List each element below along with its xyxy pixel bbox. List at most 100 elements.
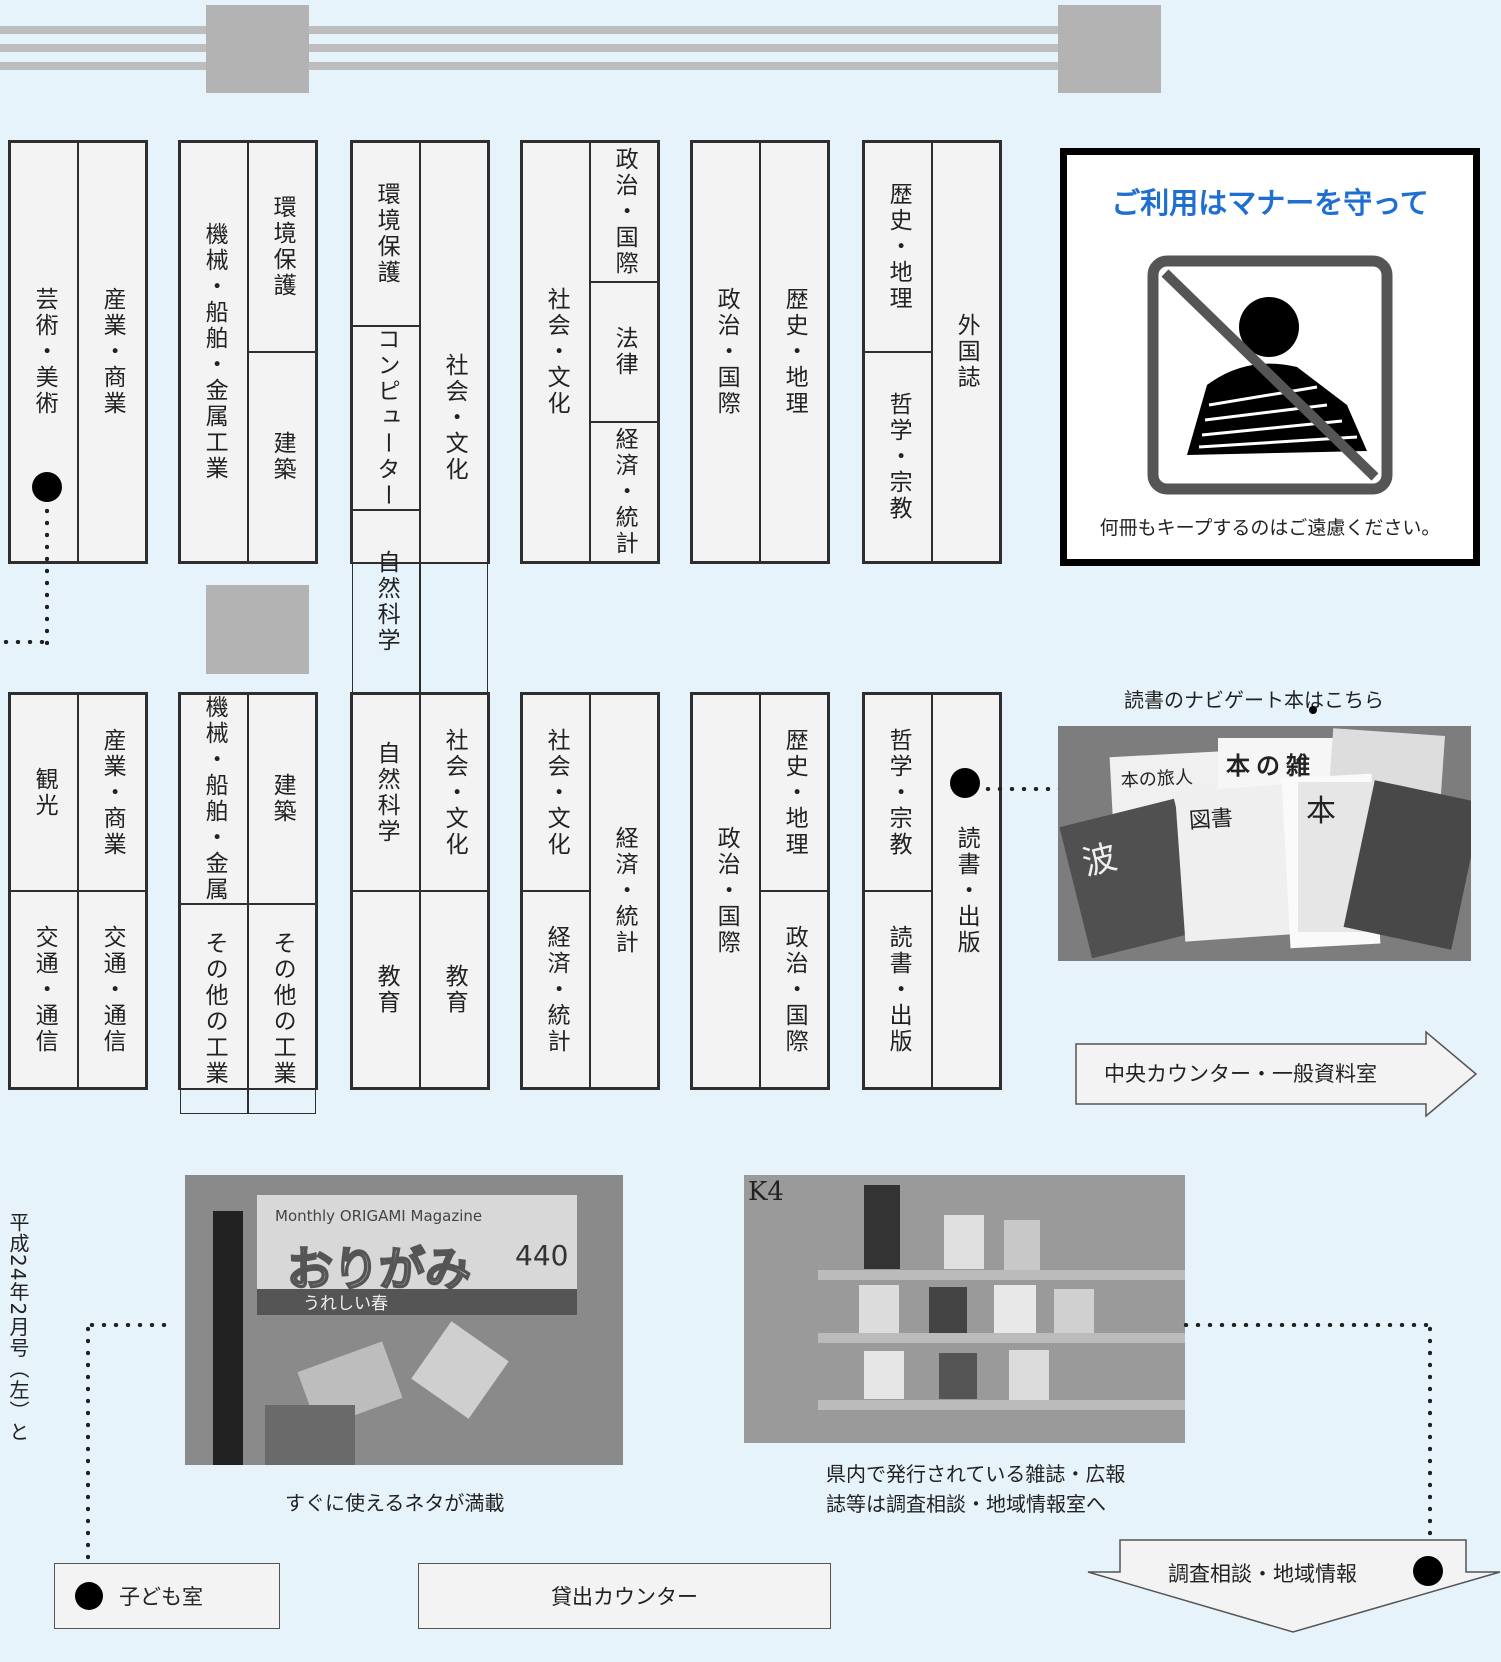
rack-magazine xyxy=(944,1215,984,1269)
shelf-section-label: 社会・文化 xyxy=(441,727,468,858)
shelf-section-label: 社会・文化 xyxy=(543,727,570,858)
shelf-column: 社会・文化経済・統計 xyxy=(522,694,590,1088)
pillar xyxy=(206,585,309,674)
rack-magazine xyxy=(994,1285,1036,1333)
local-magazines-photo: K4 xyxy=(744,1175,1185,1443)
dotted-line xyxy=(982,787,1058,791)
shelf-column: 読書・出版 xyxy=(932,694,1000,1088)
shelf-column: 観光交通・通信 xyxy=(10,694,78,1088)
shelf-section: コンピューター xyxy=(352,326,420,510)
shelf-section: 読書・出版 xyxy=(932,694,1000,1088)
shelf-section: 社会・文化 xyxy=(420,694,488,891)
rack-magazine xyxy=(864,1351,904,1399)
marker-dot xyxy=(1413,1556,1443,1586)
shelf-column: 外国誌 xyxy=(932,142,1000,562)
marker-dot xyxy=(950,768,980,798)
shelf-unit: 政治・国際歴史・地理政治・国際 xyxy=(690,692,830,1090)
shelf-section-label: 経済・統計 xyxy=(611,427,638,557)
shelf-unit: 機械・船舶・金属その他の工業建築その他の工業 xyxy=(178,692,318,1114)
shelf-section-label: 機械・船舶・金属 xyxy=(201,695,228,903)
navigate-caption: 読書のナビゲート本はこちら xyxy=(1124,688,1384,712)
shelf-section: 政治・国際 xyxy=(760,891,828,1088)
lending-counter-label[interactable]: 貸出カウンター xyxy=(418,1563,831,1629)
marker-dot xyxy=(1309,706,1317,714)
shelf-section-label: 教育 xyxy=(441,963,468,1016)
shelf-section: 観光 xyxy=(10,694,78,891)
shelf-column: 政治・国際法律経済・統計 xyxy=(590,142,658,562)
shelf-section-label: 環境保護 xyxy=(373,182,400,286)
shelf-section-label: 外国誌 xyxy=(953,313,980,391)
shelf-section: 建築 xyxy=(248,694,316,904)
shelf-unit: 自然科学教育 社会・文化教育 xyxy=(350,692,490,1090)
shelf-section-label: 機械・船舶・金属工業 xyxy=(201,222,228,482)
shelf-section-label: 社会・文化 xyxy=(441,353,468,483)
shelf-section-label: 歴史・地理 xyxy=(781,727,808,858)
shelf-section-label: 政治・国際 xyxy=(611,147,638,277)
shelf-section: 社会・文化 xyxy=(522,694,590,891)
shelf-section-label: 読書・出版 xyxy=(953,826,980,956)
shelf-section-label: 産業・商業 xyxy=(99,727,126,858)
shelf-section: 産業・商業 xyxy=(78,142,146,562)
shelf-column: 経済・統計 xyxy=(590,694,658,1088)
shelf-section: 社会・文化 xyxy=(522,142,590,562)
shelf-section: 政治・国際 xyxy=(692,142,760,562)
shelf-column: 社会・文化 xyxy=(420,142,488,694)
shelf-section-label: 読書・出版 xyxy=(885,924,912,1055)
shelf-section: 芸術・美術 xyxy=(10,142,78,562)
shelf-section: 交通・通信 xyxy=(10,891,78,1088)
shelf-section: 歴史・地理 xyxy=(760,142,828,562)
rack-magazine xyxy=(1009,1350,1049,1400)
marker-dot xyxy=(32,472,62,502)
shelf-section-label: 哲学・宗教 xyxy=(885,727,912,858)
no-hoarding-icon xyxy=(1147,255,1393,495)
shelf-section-label: 観光 xyxy=(31,766,58,819)
shelf-column: 機械・船舶・金属その他の工業 xyxy=(180,694,248,1114)
rail-bottom xyxy=(0,62,1080,70)
shelf-unit: 芸術・美術産業・商業 xyxy=(8,140,148,564)
magazine-feature: うれしい春 xyxy=(257,1289,577,1315)
shelf-section: 経済・統計 xyxy=(590,694,658,1088)
shelf-column: 芸術・美術 xyxy=(10,142,78,562)
shelf-section: その他の工業 xyxy=(180,904,248,1114)
shelf-section-label: 哲学・宗教 xyxy=(885,392,912,522)
central-counter-arrow[interactable] xyxy=(1074,1030,1480,1118)
shelf-section-label: その他の工業 xyxy=(269,931,296,1087)
shelf-unit: 政治・国際歴史・地理 xyxy=(690,140,830,564)
shelf-section-label: 交通・通信 xyxy=(31,924,58,1055)
shelf-section: 教育 xyxy=(420,891,488,1088)
shelf-section: 産業・商業 xyxy=(78,694,146,891)
shelf-section-label: 教育 xyxy=(373,963,400,1016)
side-note: 平成24年2月号（左）と xyxy=(6,1212,30,1443)
shelf-section: 政治・国際 xyxy=(692,694,760,1088)
research-room-arrow[interactable] xyxy=(1086,1538,1501,1634)
local-mag-caption-2: 誌等は調査相談・地域情報室へ xyxy=(826,1492,1106,1516)
shelf-column: 産業・商業 xyxy=(78,142,146,562)
rail-middle xyxy=(0,44,1080,52)
magazine-title-en: Monthly ORIGAMI Magazine xyxy=(275,1207,483,1225)
shelf-section-label: 建築 xyxy=(269,431,296,483)
manner-note: 何冊もキープするのはご遠慮ください。 xyxy=(1099,517,1441,539)
shelf-unit: 社会・文化政治・国際法律経済・統計 xyxy=(520,140,660,564)
shelf-section-label: 自然科学 xyxy=(373,740,400,845)
shelf-section-label: 歴史・地理 xyxy=(885,182,912,312)
shelf-section-label: 政治・国際 xyxy=(713,287,740,417)
shelf-section: 経済・統計 xyxy=(590,422,658,562)
shelf-section: 機械・船舶・金属 xyxy=(180,694,248,904)
shelf-column: 機械・船舶・金属工業 xyxy=(180,142,248,562)
book-cover: 図書 xyxy=(1174,784,1296,942)
shelf-section: 環境保護 xyxy=(352,142,420,326)
shelf-unit: 歴史・地理哲学・宗教 外国誌 xyxy=(862,140,1002,564)
shelf-column: 政治・国際 xyxy=(692,694,760,1088)
origami-magazine-photo: Monthly ORIGAMI Magazine おりがみ 440 うれしい春 xyxy=(185,1175,623,1465)
navigate-books-photo: 本の旅人 本の雑誌 波 図書 本 xyxy=(1058,726,1471,961)
shelf-section: その他の工業 xyxy=(248,904,316,1114)
pillar xyxy=(206,5,309,93)
central-counter-label: 中央カウンター・一般資料室 xyxy=(1104,1062,1377,1086)
rack-magazine xyxy=(1004,1220,1040,1270)
rack-bar xyxy=(818,1270,1185,1280)
shelf-section-label: 建築 xyxy=(269,773,296,825)
shelf-section: 機械・船舶・金属工業 xyxy=(180,142,248,562)
shelf-section-label: その他の工業 xyxy=(201,931,228,1087)
kids-room-label[interactable]: 子ども室 xyxy=(54,1563,280,1629)
shelf-section-label: 芸術・美術 xyxy=(31,287,58,417)
